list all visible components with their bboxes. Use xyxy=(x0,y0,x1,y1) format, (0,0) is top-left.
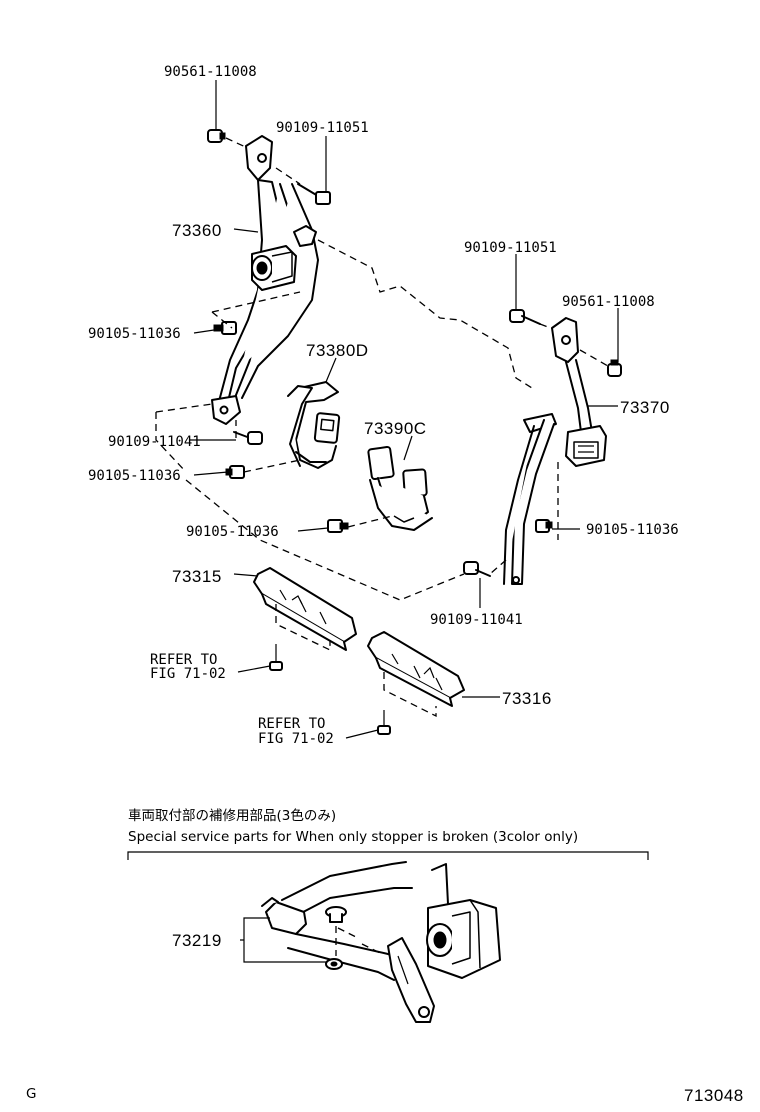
footer-left-code: G xyxy=(26,1086,36,1102)
buckle-73390c-assembly xyxy=(367,446,433,531)
cover-73315-icon xyxy=(253,567,357,652)
screw-left-icon xyxy=(269,644,283,671)
screw-right-icon xyxy=(377,710,391,735)
label-refer-right-2: FIG 71-02 xyxy=(258,731,334,747)
label-refer-left-2: FIG 71-02 xyxy=(150,666,226,682)
lower-bolt-left-a-icon xyxy=(213,321,237,335)
stopper-retractor-icon xyxy=(426,863,501,979)
retractor-left-icon xyxy=(251,245,297,291)
note-japanese: 車両取付部の補修用部品(3色のみ) xyxy=(128,807,336,824)
right-seat-belt-assembly xyxy=(463,309,622,585)
label-retractor-bolt-right: 90105-11036 xyxy=(586,522,679,538)
center-bolt-icon xyxy=(327,519,349,533)
stopper-detail-view xyxy=(240,861,501,1023)
retractor-right-icon xyxy=(565,425,607,467)
upper-bolt-left-icon xyxy=(297,183,331,205)
label-lower-bolt-left-b: 90109-11041 xyxy=(108,434,201,450)
label-top-bolt-left: 90561-11008 xyxy=(164,64,257,80)
lower-bolt-left-c-icon xyxy=(225,465,245,479)
figure-number: 713048 xyxy=(684,1086,744,1105)
label-upper-bolt-left: 90109-11051 xyxy=(276,120,369,136)
label-upper-bolt-right: 90109-11051 xyxy=(464,240,557,256)
label-lower-bolt-left-c: 90105-11036 xyxy=(88,468,181,484)
stopper-button-icon xyxy=(325,906,347,923)
left-seat-belt-assembly xyxy=(207,129,331,479)
label-cover-left: 73315 xyxy=(172,567,222,586)
label-belt-right: 73370 xyxy=(620,398,670,417)
note-english: Special service parts for When only stop… xyxy=(128,829,578,845)
cover-73316-icon xyxy=(367,631,465,718)
top-bolt-left-icon xyxy=(207,129,226,143)
label-refer-left-1: REFER TO xyxy=(150,652,217,668)
label-belt-left: 73360 xyxy=(172,221,222,240)
retractor-bolt-right-icon xyxy=(535,519,553,533)
label-buckle-a: 73380D xyxy=(306,341,369,360)
lower-bolt-left-b-icon xyxy=(233,431,263,445)
label-anchor-bolt-right: 90109-11041 xyxy=(430,612,523,628)
buckle-73380d-assembly xyxy=(287,381,341,469)
top-bolt-right-icon xyxy=(607,359,622,377)
anchor-bolt-right-icon xyxy=(463,561,491,577)
upper-bolt-right-icon xyxy=(509,309,541,325)
label-lower-bolt-left-a: 90105-11036 xyxy=(88,326,181,342)
label-refer-right-1: REFER TO xyxy=(258,716,325,732)
label-top-bolt-right: 90561-11008 xyxy=(562,294,655,310)
label-stopper-part: 73219 xyxy=(172,931,222,950)
stopper-washer-icon xyxy=(325,958,343,970)
label-center-bolt: 90105-11036 xyxy=(186,524,279,540)
note-bracket xyxy=(127,851,649,860)
label-buckle-b: 73390C xyxy=(364,419,427,438)
leader-lines xyxy=(190,80,619,739)
label-cover-right: 73316 xyxy=(502,689,552,708)
